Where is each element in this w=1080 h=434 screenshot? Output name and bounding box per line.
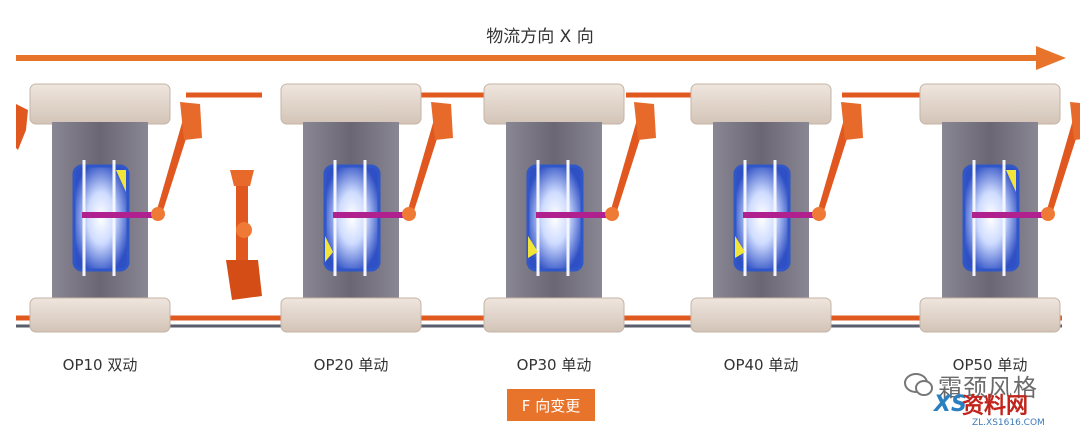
press-crown <box>919 83 1061 125</box>
flow-arrow-head <box>1036 46 1066 70</box>
press-bed <box>483 297 625 333</box>
watermark-url: ZL.XS1616.COM <box>972 418 1045 428</box>
robot-arm-icon <box>605 102 656 221</box>
press-station <box>483 83 656 333</box>
press-crown <box>280 83 422 125</box>
press-station <box>280 83 453 333</box>
watermark-logo-text: 资料网 <box>962 394 1029 419</box>
station-label-op40: OP40 单动 <box>723 356 799 374</box>
station-label-op30: OP30 单动 <box>516 356 592 374</box>
transfer-bar <box>743 212 821 218</box>
transfer-bar <box>972 212 1050 218</box>
robot-arm-icon <box>151 102 202 221</box>
press-bed <box>280 297 422 333</box>
flow-direction-label: 物流方向 X 向 <box>486 27 594 47</box>
direction-change-button[interactable]: F 向变更 <box>507 389 595 421</box>
transfer-robot-icon <box>226 170 262 300</box>
transfer-bar <box>82 212 160 218</box>
station-label-op10: OP10 双动 <box>62 356 138 374</box>
highlight-marker <box>116 170 126 192</box>
robot-arm-icon <box>1041 102 1080 221</box>
press-crown <box>29 83 171 125</box>
transfer-bar <box>536 212 614 218</box>
highlight-marker <box>1006 170 1016 192</box>
station-label-op20: OP20 单动 <box>313 356 389 374</box>
transfer-bar <box>333 212 411 218</box>
station-label-op50: OP50 单动 <box>952 356 1028 374</box>
robot-arm-icon <box>16 104 28 150</box>
press-station <box>919 83 1080 333</box>
watermark-logo-prefix: XS <box>934 392 967 417</box>
watermark: 霜颈风格 XS 资料网 ZL.XS1616.COM <box>904 368 1080 434</box>
highlight-marker <box>528 236 538 258</box>
chat-bubble-icon <box>904 373 933 396</box>
press-bed <box>919 297 1061 333</box>
robot-arm-icon <box>402 102 453 221</box>
press-station <box>690 83 863 333</box>
highlight-marker <box>735 236 745 258</box>
press-bed <box>690 297 832 333</box>
watermark-brand-text: 霜颈风格 <box>938 374 1038 402</box>
press-crown <box>690 83 832 125</box>
press-crown <box>483 83 625 125</box>
press-station <box>29 83 202 333</box>
highlight-marker <box>325 236 333 262</box>
robot-arm-icon <box>812 102 863 221</box>
press-bed <box>29 297 171 333</box>
